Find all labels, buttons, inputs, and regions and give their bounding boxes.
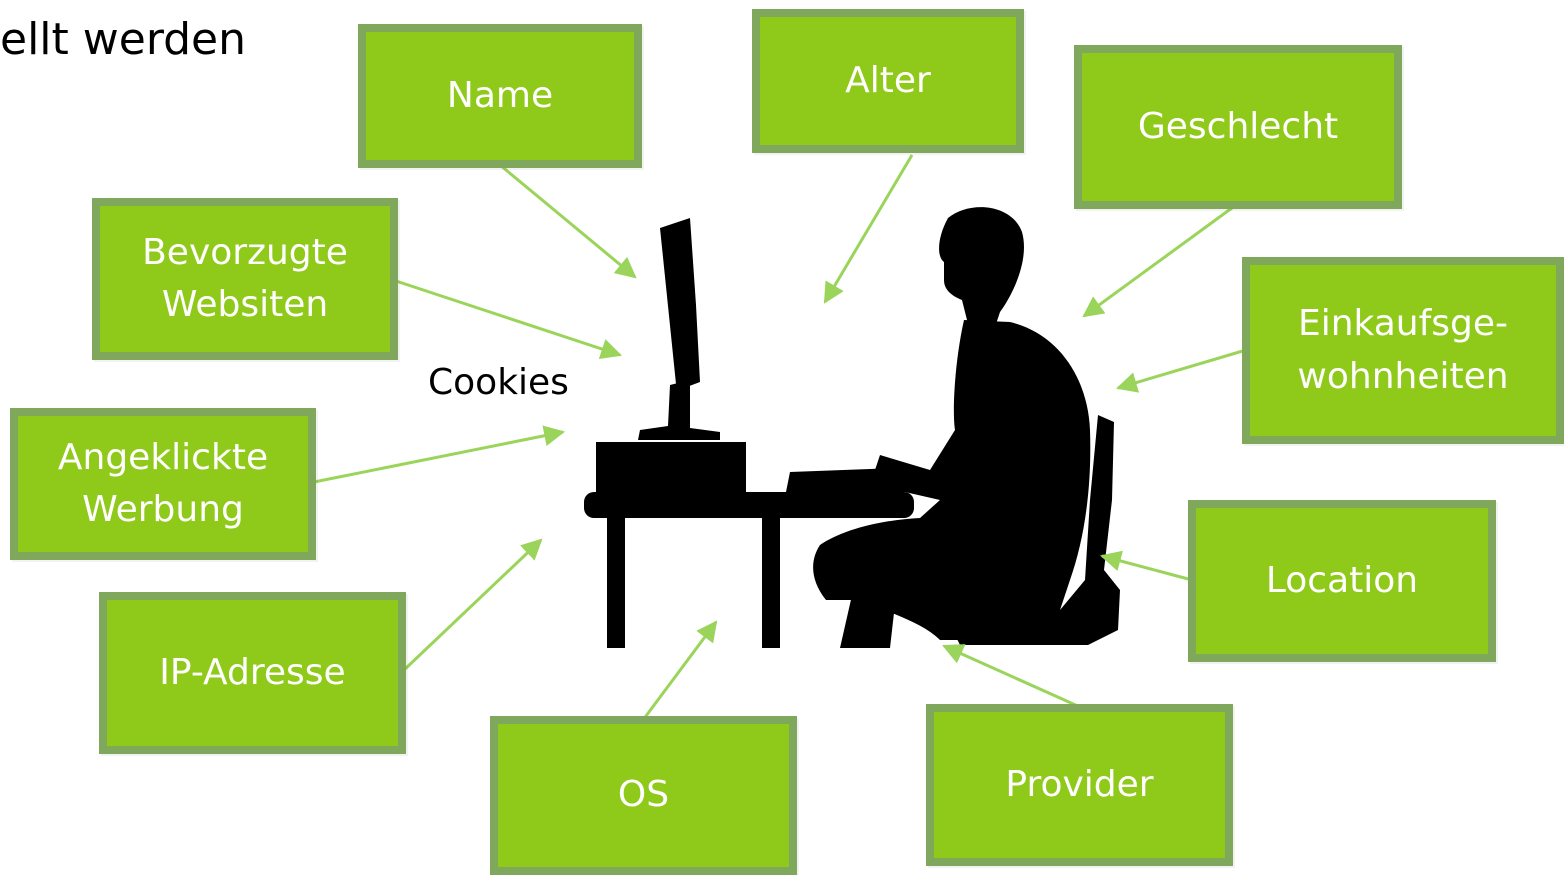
monitor-stand (638, 380, 720, 440)
leg-front (840, 560, 900, 648)
box-bevorzugte-websiten-label: Bevorzugte Websiten (142, 231, 348, 325)
box-angeklickte-werbung: Angeklickte Werbung (10, 408, 316, 560)
pc-case (596, 442, 746, 492)
box-ip-adresse-label: IP-Adresse (159, 651, 346, 693)
arrow-einkaufsgewohnheiten (1115, 348, 1247, 393)
desk-top (584, 492, 914, 518)
box-os: OS (490, 716, 797, 875)
computer-desk-silhouette (584, 218, 914, 648)
box-name: Name (358, 24, 642, 168)
box-geschlecht: Geschlecht (1074, 45, 1402, 209)
arrow-ip-adresse (402, 538, 543, 672)
chair (950, 415, 1120, 645)
person-silhouette (813, 207, 1120, 648)
box-alter-label: Alter (845, 59, 931, 101)
box-provider-label: Provider (1005, 763, 1154, 805)
box-location: Location (1188, 500, 1496, 662)
slide-title: ellt werden (0, 14, 247, 65)
arrow-angeklickte-werbung (313, 425, 566, 484)
box-angeklickte-werbung-label: Angeklickte Werbung (57, 436, 269, 530)
arrow-bevorzugte-websiten (395, 279, 622, 360)
arrow-provider (942, 644, 1081, 709)
head (939, 207, 1024, 330)
box-ip-adresse: IP-Adresse (99, 592, 406, 754)
arrow-alter (823, 154, 914, 304)
box-provider: Provider (926, 704, 1233, 866)
box-geschlecht-label: Geschlecht (1137, 105, 1339, 147)
monitor-shape (660, 218, 700, 388)
arrows (313, 154, 1247, 721)
box-name-label: Name (446, 74, 554, 116)
box-alter: Alter (752, 9, 1024, 153)
cookies-label: Cookies (428, 362, 569, 403)
box-os-label: OS (617, 774, 670, 816)
arrow-geschlecht (1082, 203, 1237, 318)
desk-leg-left (607, 516, 625, 648)
box-bevorzugte-websiten: Bevorzugte Websiten (92, 198, 398, 360)
box-location-label: Location (1265, 559, 1419, 601)
arrow-location (1099, 550, 1193, 582)
box-einkaufsgewohnheiten-label: Einkaufsge- wohnheiten (1297, 303, 1509, 397)
keyboard (786, 468, 906, 492)
arrow-os (641, 620, 718, 721)
box-einkaufsgewohnheiten: Einkaufsge- wohnheiten (1242, 257, 1564, 444)
arrow-name (499, 163, 637, 279)
desk-leg-right (762, 516, 780, 648)
